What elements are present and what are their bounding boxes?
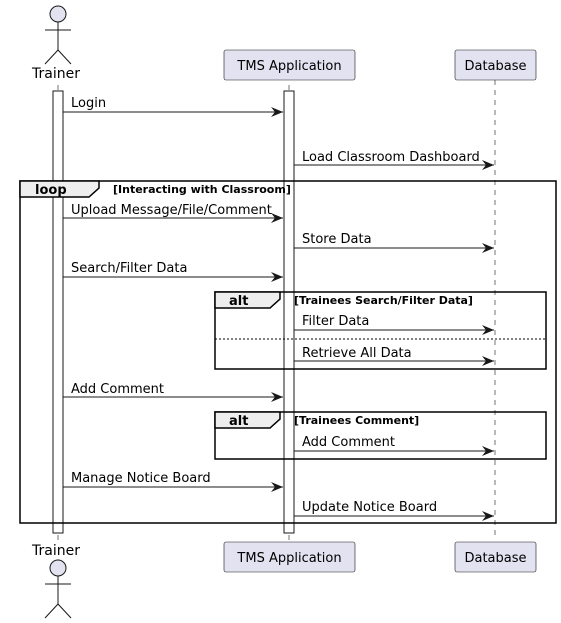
tms-participant-bottom: TMS Application: [223, 541, 356, 573]
message-search-filter: Search/Filter Data: [63, 261, 283, 282]
alt-tab: [214, 291, 281, 309]
loop-keyword: loop: [35, 183, 67, 198]
arrow-right-icon: [482, 325, 494, 335]
message-manage-notice: Manage Notice Board: [63, 471, 283, 492]
message-label: Update Notice Board: [302, 500, 437, 515]
loop-fragment: loop [Interacting with Classroom]: [19, 180, 557, 524]
message-load-dashboard: Load Classroom Dashboard: [294, 150, 494, 170]
loop-condition: [Interacting with Classroom]: [113, 183, 291, 196]
message-label: Search/Filter Data: [71, 261, 187, 276]
message-label: Filter Data: [302, 314, 369, 329]
message-update-notice: Update Notice Board: [294, 500, 494, 521]
actor-head-icon: [49, 559, 67, 577]
tms-label-bottom: TMS Application: [236, 551, 341, 566]
message-label: Upload Message/File/Comment: [71, 203, 272, 218]
database-participant-top: Database: [454, 49, 537, 81]
trainer-actor-bottom: Trainer: [31, 543, 80, 619]
database-participant-bottom: Database: [454, 541, 537, 573]
message-upload: Upload Message/File/Comment: [63, 203, 283, 223]
arrow-right-icon: [271, 272, 283, 282]
alt-condition: [Trainees Comment]: [294, 414, 419, 427]
tms-activation: [283, 90, 295, 534]
message-store-data: Store Data: [294, 232, 494, 253]
message-add-comment-db: Add Comment: [294, 435, 494, 456]
alt-keyword: alt: [229, 294, 248, 309]
arrow-right-icon: [482, 446, 494, 456]
message-label: Manage Notice Board: [71, 471, 211, 486]
alt-condition: [Trainees Search/Filter Data]: [294, 294, 473, 307]
loop-tab: [19, 180, 100, 198]
alt-fragment-comment: alt [Trainees Comment]: [214, 411, 547, 460]
arrow-right-icon: [482, 160, 494, 170]
message-label: Login: [71, 96, 106, 111]
arrow-right-icon: [271, 482, 283, 492]
alt-tab: [214, 411, 281, 429]
arrow-right-icon: [482, 243, 494, 253]
arrow-right-icon: [482, 356, 494, 366]
arrow-right-icon: [482, 511, 494, 521]
arrow-right-icon: [271, 392, 283, 402]
message-label: Add Comment: [71, 382, 164, 397]
message-retrieve-all: Retrieve All Data: [294, 346, 494, 366]
tms-label-top: TMS Application: [236, 59, 341, 74]
trainer-label-bottom: Trainer: [31, 543, 80, 559]
actor-head-icon: [49, 5, 67, 23]
trainer-actor-top: Trainer: [31, 5, 80, 82]
tms-participant-top: TMS Application: [223, 49, 356, 81]
trainer-label-top: Trainer: [31, 66, 80, 82]
database-label-bottom: Database: [464, 551, 526, 566]
message-add-comment-trainer: Add Comment: [63, 382, 283, 402]
trainer-activation: [52, 90, 64, 534]
message-label: Store Data: [302, 232, 372, 247]
database-label-top: Database: [464, 59, 526, 74]
arrow-right-icon: [271, 213, 283, 223]
message-login: Login: [63, 96, 283, 117]
message-label: Load Classroom Dashboard: [302, 150, 480, 165]
message-label: Add Comment: [302, 435, 395, 450]
alt-fragment-search: alt [Trainees Search/Filter Data]: [214, 291, 547, 370]
message-label: Retrieve All Data: [302, 346, 412, 361]
message-filter-data: Filter Data: [294, 314, 494, 335]
alt-keyword: alt: [229, 414, 248, 429]
arrow-right-icon: [271, 107, 283, 117]
